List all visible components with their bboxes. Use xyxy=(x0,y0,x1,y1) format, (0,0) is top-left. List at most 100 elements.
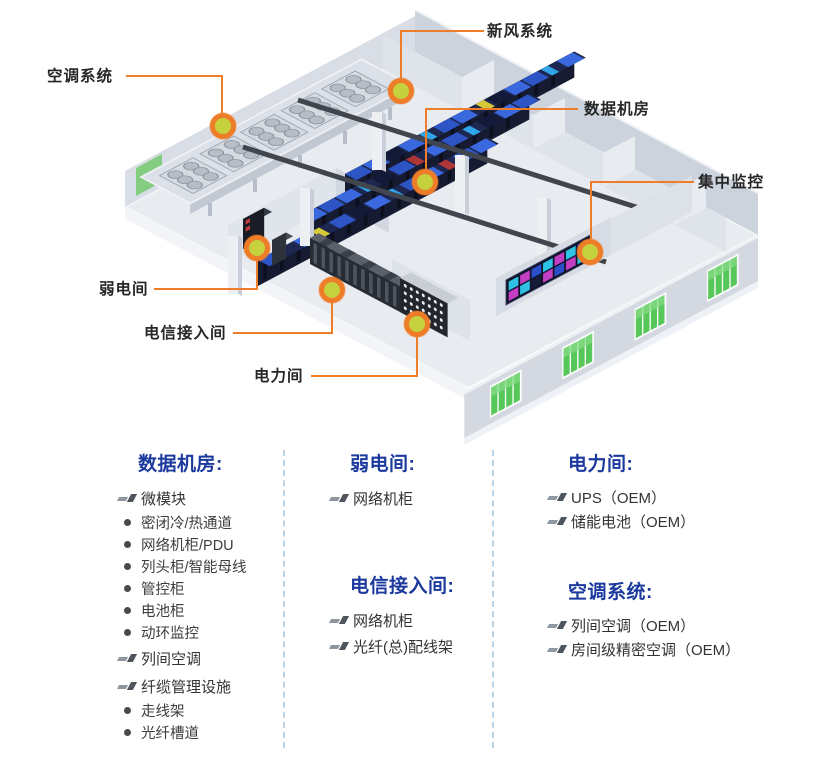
legend-item: 列间空调（OEM） xyxy=(548,613,798,637)
legend-item-label: 列头柜/智能母线 xyxy=(141,559,247,576)
legend-item-label: 管控柜 xyxy=(141,581,185,598)
legend-item-label: 储能电池（OEM） xyxy=(571,513,696,531)
callout-label: 空调系统 xyxy=(47,68,114,85)
legend-item: 微模块 xyxy=(118,485,296,511)
module-icon xyxy=(118,681,136,691)
callout-label: 新风系统 xyxy=(487,23,554,40)
location-marker-icon xyxy=(319,277,345,303)
legend-item: 列头柜/智能母线 xyxy=(118,555,296,577)
dot-bullet-icon xyxy=(124,628,131,636)
power-battery-rack xyxy=(400,272,459,338)
legend-item: 房间级精密空调（OEM） xyxy=(548,637,798,661)
legend-section: 电力间: UPS（OEM） 储能电池（OEM） xyxy=(548,453,798,533)
legend-item-label: 光纤槽道 xyxy=(141,725,199,742)
legend-item: 网络机柜 xyxy=(330,607,485,633)
callout-label: 电信接入间 xyxy=(144,325,227,342)
legend-heading: 弱电间: xyxy=(350,454,416,475)
legend-item: 走线架 xyxy=(118,699,296,721)
legend-heading: 电力间: xyxy=(568,454,634,475)
dot-bullet-icon xyxy=(124,562,131,570)
legend-heading: 空调系统: xyxy=(568,582,653,603)
dot-bullet-icon xyxy=(124,728,131,736)
legend-item: 电池柜 xyxy=(118,599,296,621)
legend-item: 密闭冷/热通道 xyxy=(118,511,296,533)
module-icon xyxy=(118,493,136,503)
legend: 数据机房: 微模块 密闭冷/热通道 网络机柜/PDU 列头柜/智能母线 管控柜 … xyxy=(0,445,829,765)
legend-divider xyxy=(283,450,285,748)
callout-line xyxy=(400,30,402,79)
legend-item: UPS（OEM） xyxy=(548,485,798,509)
callout-line xyxy=(331,303,333,334)
legend-item: 网络机柜 xyxy=(330,485,485,511)
legend-section: 弱电间: 网络机柜 xyxy=(330,453,485,511)
legend-item: 动环监控 xyxy=(118,621,296,643)
callout-line xyxy=(256,261,258,290)
legend-item-label: 房间级精密空调（OEM） xyxy=(571,641,741,659)
module-icon xyxy=(330,615,348,625)
dot-bullet-icon xyxy=(124,584,131,592)
callout-label: 集中监控 xyxy=(698,174,765,191)
dot-bullet-icon xyxy=(124,706,131,714)
legend-item-label: 网络机柜 xyxy=(353,612,414,630)
datacenter-illustration: 空调系统 新风系统 数据机房 集中监控 弱电间 电信接入间 xyxy=(47,9,765,445)
dot-bullet-icon xyxy=(124,518,131,526)
location-marker-icon xyxy=(244,235,270,261)
legend-item-label: 密闭冷/热通道 xyxy=(141,515,233,532)
legend-column-data-hall: 数据机房: 微模块 密闭冷/热通道 网络机柜/PDU 列头柜/智能母线 管控柜 … xyxy=(118,445,296,743)
legend-item: 光纤槽道 xyxy=(118,721,296,743)
legend-item-label: 网络机柜 xyxy=(353,490,414,508)
module-icon xyxy=(548,644,566,654)
legend-item: 管控柜 xyxy=(118,577,296,599)
callout-label: 数据机房 xyxy=(584,101,651,118)
legend-item: 列间空调 xyxy=(118,645,296,671)
location-marker-icon xyxy=(412,169,438,195)
legend-item: 光纤(总)配线架 xyxy=(330,633,485,659)
location-marker-icon xyxy=(404,311,430,337)
legend-item-label: 纤缆管理设施 xyxy=(141,678,232,696)
pillars xyxy=(228,112,551,296)
callout-line xyxy=(416,337,418,377)
legend-item-label: 光纤(总)配线架 xyxy=(353,638,453,656)
callout-line xyxy=(311,375,417,377)
callout-label: 弱电间 xyxy=(99,281,149,298)
callout-line xyxy=(221,75,223,115)
module-icon xyxy=(548,492,566,502)
dot-bullet-icon xyxy=(124,540,131,548)
legend-item: 储能电池（OEM） xyxy=(548,509,798,533)
legend-item-label: 网络机柜/PDU xyxy=(141,537,234,554)
location-marker-icon xyxy=(577,239,603,265)
module-icon xyxy=(330,493,348,503)
callout-line xyxy=(401,30,484,32)
legend-item-label: 列间空调（OEM） xyxy=(571,617,696,635)
legend-item-label: 微模块 xyxy=(141,490,187,508)
legend-item-label: 电池柜 xyxy=(141,603,185,620)
dot-bullet-icon xyxy=(124,606,131,614)
location-marker-icon xyxy=(388,78,414,104)
legend-item: 网络机柜/PDU xyxy=(118,533,296,555)
legend-item: 纤缆管理设施 xyxy=(118,673,296,699)
module-icon xyxy=(330,641,348,651)
callout-line xyxy=(426,108,578,110)
module-icon xyxy=(548,620,566,630)
callout-line xyxy=(425,108,427,169)
legend-item-label: UPS（OEM） xyxy=(571,489,667,507)
module-icon xyxy=(548,516,566,526)
legend-item-label: 动环监控 xyxy=(141,625,199,642)
callout-line xyxy=(591,181,694,183)
legend-item-label: 走线架 xyxy=(141,703,185,720)
legend-heading: 数据机房: xyxy=(138,454,223,475)
building-isometric-graphic xyxy=(125,9,759,445)
legend-section: 电信接入间: 网络机柜 光纤(总)配线架 xyxy=(330,575,485,659)
callout-line xyxy=(154,288,258,290)
callout-label: 电力间 xyxy=(254,368,304,385)
front-wall-windows xyxy=(464,235,758,445)
location-marker-icon xyxy=(210,113,236,139)
legend-heading: 电信接入间: xyxy=(350,576,455,597)
module-icon xyxy=(118,653,136,663)
legend-section: 空调系统: 列间空调（OEM） 房间级精密空调（OEM） xyxy=(548,581,798,661)
callout-line xyxy=(233,332,333,334)
callout-line xyxy=(126,75,222,77)
callout-line xyxy=(590,181,592,239)
legend-divider xyxy=(492,450,494,748)
